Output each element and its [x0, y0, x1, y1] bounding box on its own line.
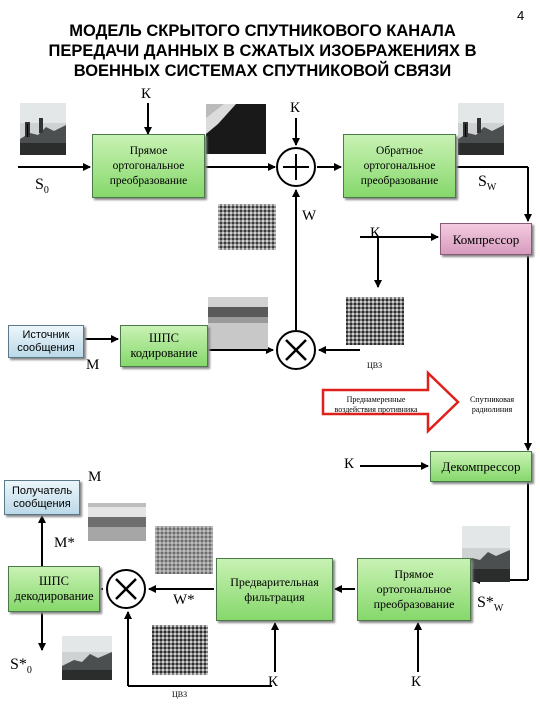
key-label-forward-bottom: К [411, 674, 422, 690]
cvz-label-top: ЦВЗ [367, 361, 383, 370]
s0-label: S0 [35, 176, 49, 197]
inverse-transform-box: Обратное ортогональное преобразование [343, 134, 456, 198]
title-line-1: МОДЕЛЬ СКРЫТОГО СПУТНИКОВОГО КАНАЛА [69, 22, 456, 40]
key-label-top-2: К [290, 100, 301, 116]
w-label: W [302, 208, 317, 224]
forward-transform-box-top: Прямое ортогональное преобразование [92, 134, 205, 198]
pss-code-image [208, 297, 268, 349]
key-pattern-image [206, 104, 266, 154]
source-image-thumbnail [20, 103, 66, 155]
sw-label: SW [478, 173, 497, 194]
cvz-noise-image-top [346, 297, 404, 345]
m-label-top: М [86, 357, 100, 373]
compressor-box: Компрессор [440, 223, 532, 255]
key-label-top-1: К [141, 86, 152, 102]
page-title: МОДЕЛЬ СКРЫТОГО СПУТНИКОВОГО КАНАЛА ПЕРЕ… [10, 21, 515, 81]
s0-star-label: S*0 [10, 656, 32, 677]
satellite-link-label: Спутниковая радиолиния [469, 395, 515, 414]
extracted-watermark-image [155, 526, 213, 574]
adversary-arrow-shape [321, 370, 460, 434]
pss-encoding-box: ШПС кодирование [120, 325, 208, 367]
m-label-bottom: М [88, 469, 102, 485]
stego-image-thumbnail [458, 103, 504, 155]
key-label-compressor: К [370, 225, 381, 241]
message-receiver-box: Получатель сообщения [4, 480, 80, 515]
message-source-box: Источник сообщения [8, 325, 84, 358]
decoded-pss-image [88, 503, 146, 541]
multiplier-symbol-bottom [106, 569, 146, 609]
recovered-image-thumbnail [62, 636, 112, 680]
forward-transform-box-bottom: Прямое ортогональное преобразование [357, 558, 471, 621]
adversary-label: Преднамеренные воздействия противника [334, 395, 418, 414]
title-line-3: ВОЕННЫХ СИСТЕМАХ СПУТНИКОВОЙ СВЯЗИ [73, 62, 452, 80]
key-label-filter: К [268, 674, 279, 690]
pss-decoding-box: ШПС декодирование [8, 566, 100, 612]
sw-star-label: S*W [477, 594, 504, 615]
multiplier-symbol-top [276, 330, 316, 370]
pre-filtering-box: Предварительная фильтрация [216, 558, 333, 621]
watermark-noise-image [218, 204, 276, 250]
w-star-label: W* [173, 592, 195, 608]
title-line-2: ПЕРЕДАЧИ ДАННЫХ В СЖАТЫХ ИЗОБРАЖЕНИЯХ В [48, 42, 477, 60]
cvz-noise-image-bottom [152, 625, 208, 675]
page-number: 4 [517, 8, 525, 23]
m-star-label: М* [54, 535, 75, 551]
cvz-label-bottom: ЦВЗ [172, 690, 188, 699]
key-label-decompressor: К [344, 456, 355, 472]
decompressor-box: Декомпрессор [430, 451, 532, 482]
adder-symbol [276, 147, 316, 187]
